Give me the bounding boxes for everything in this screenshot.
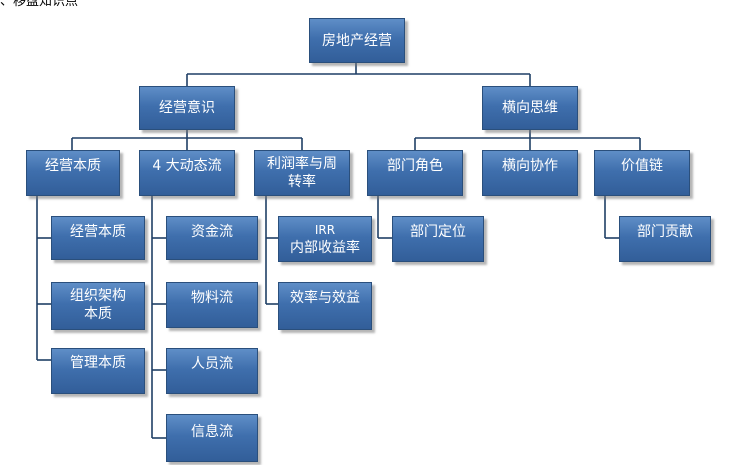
node-root: 房地产经营 [309, 18, 405, 63]
header-fragment: 、移盘知识点 [0, 0, 79, 9]
node-root-label: 房地产经营 [322, 33, 392, 49]
node-cross-collaboration-label: 横向协作 [502, 158, 558, 174]
node-essence-management-label: 管理本质 [70, 355, 126, 371]
node-value-chain-label: 价值链 [621, 158, 663, 174]
node-four-flows-label: 4 大动态流 [152, 158, 222, 174]
node-flow-capital-label: 资金流 [191, 224, 233, 240]
node-essence-organization: 组织架构 本质 [51, 282, 145, 330]
node-essence-organization-line1: 组织架构 [70, 288, 126, 304]
node-flow-information: 信息流 [166, 414, 258, 462]
node-lateral-thinking: 横向思维 [482, 86, 578, 130]
node-efficiency-label: 效率与效益 [290, 290, 360, 306]
node-irr: IRR 内部收益率 [278, 216, 372, 262]
node-department-positioning-label: 部门定位 [410, 224, 466, 240]
node-cross-collaboration: 横向协作 [482, 150, 578, 196]
node-value-chain: 价值链 [594, 150, 690, 196]
node-efficiency: 效率与效益 [278, 282, 372, 330]
node-department-contribution: 部门贡献 [619, 216, 711, 262]
node-profit-turnover: 利润率与周 转率 [254, 150, 350, 196]
node-essence-organization-line2: 本质 [84, 306, 112, 322]
node-department-contribution-label: 部门贡献 [637, 224, 693, 240]
node-business-awareness: 经营意识 [139, 86, 235, 130]
node-flow-people: 人员流 [166, 348, 258, 394]
node-flow-capital: 资金流 [166, 216, 258, 260]
node-business-awareness-label: 经营意识 [159, 100, 215, 116]
node-essence-management: 管理本质 [51, 348, 145, 394]
node-department-role: 部门角色 [367, 150, 463, 196]
node-flow-people-label: 人员流 [191, 356, 233, 372]
node-profit-turnover-line2: 转率 [288, 174, 316, 190]
node-flow-materials-label: 物料流 [191, 290, 233, 306]
node-lateral-thinking-label: 横向思维 [502, 100, 558, 116]
node-department-positioning: 部门定位 [392, 216, 484, 262]
node-essence-business-label: 经营本质 [70, 224, 126, 240]
node-four-flows: 4 大动态流 [139, 150, 235, 196]
node-irr-line2: 内部收益率 [290, 240, 360, 256]
node-essence-business: 经营本质 [51, 216, 145, 260]
node-business-essence-label: 经营本质 [45, 158, 101, 174]
node-irr-line1: IRR [314, 223, 336, 237]
node-flow-information-label: 信息流 [191, 424, 233, 440]
node-business-essence: 经营本质 [26, 150, 120, 196]
node-department-role-label: 部门角色 [387, 158, 443, 174]
node-flow-materials: 物料流 [166, 282, 258, 328]
node-profit-turnover-line1: 利润率与周 [267, 156, 337, 172]
